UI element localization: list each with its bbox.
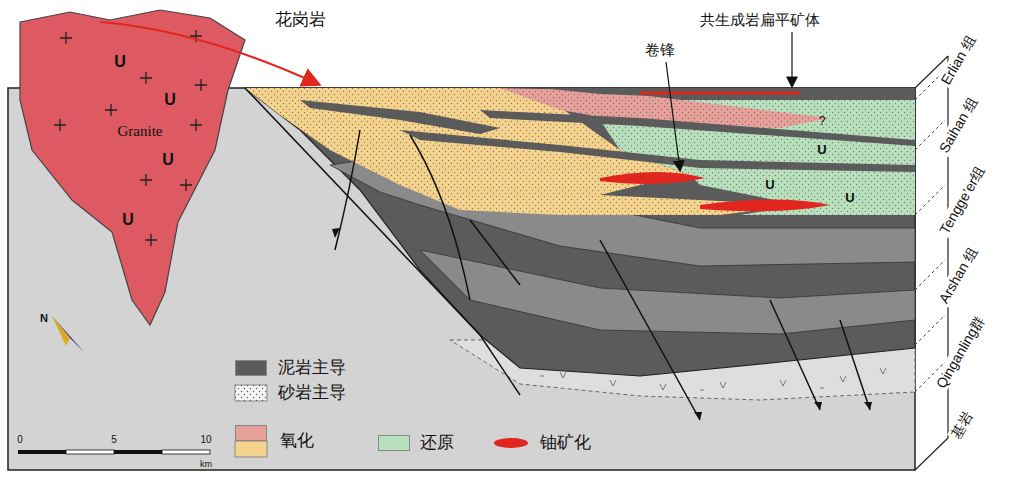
legend-swatch — [235, 425, 267, 441]
map-label: 5 — [111, 434, 117, 446]
map-label: Granite — [118, 123, 163, 140]
map-label: 共生成岩扁平矿体 — [700, 11, 820, 28]
map-label: U — [845, 191, 854, 206]
map-label: 10 — [200, 434, 211, 446]
legend-label: 还原 — [420, 433, 454, 453]
map-label: 花岗岩 — [275, 10, 326, 30]
map-label: U — [122, 211, 134, 229]
legend-label: 砂岩主导 — [278, 383, 346, 403]
map-label: U — [164, 91, 176, 109]
map-label: U — [114, 53, 126, 71]
legend-label: 泥岩主导 — [278, 358, 346, 378]
map-label: km — [200, 459, 212, 469]
map-label: ? — [819, 115, 826, 129]
legend-label: 铀矿化 — [540, 433, 591, 453]
map-label: Qinganling群 — [932, 311, 988, 393]
legend-swatch — [378, 435, 410, 451]
map-label: 基岩 — [947, 407, 977, 443]
map-label: U — [765, 178, 774, 193]
map-label: Arshan 组 — [934, 242, 981, 307]
map-label: N — [40, 312, 48, 325]
map-label: 卷锋 — [645, 41, 675, 58]
map-label: Tengge’er组 — [935, 162, 989, 239]
legend-swatch — [494, 438, 528, 448]
legend-label: 氧化 — [280, 431, 314, 451]
map-label: U — [162, 151, 174, 169]
map-label: Saihan 组 — [935, 93, 982, 158]
map-label: 0 — [17, 434, 23, 446]
legend-swatch — [235, 360, 267, 376]
map-label: U — [817, 143, 826, 158]
